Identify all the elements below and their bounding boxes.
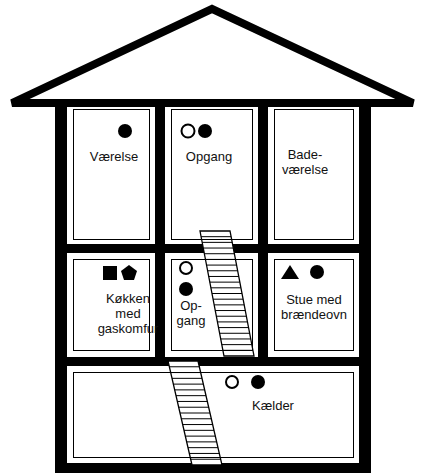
stair-step xyxy=(202,242,232,243)
stair-step xyxy=(219,327,249,328)
inner-wall xyxy=(258,248,268,362)
room-label: Bade- værelse xyxy=(277,147,333,177)
stair-step xyxy=(173,384,203,385)
triangle-symbol xyxy=(281,265,299,279)
stair-step xyxy=(213,299,243,300)
stair-step xyxy=(169,366,199,367)
outer-wall xyxy=(359,103,371,473)
stair-step xyxy=(179,407,209,408)
stair-rails xyxy=(168,361,222,465)
stair-step xyxy=(185,436,215,437)
alarm-symbol-open xyxy=(180,262,192,274)
alarm-symbol-open xyxy=(182,125,195,138)
room-label: Opgang xyxy=(174,149,244,164)
stair-step xyxy=(188,447,218,448)
room-label: Op- gang xyxy=(174,298,208,328)
stair-step xyxy=(187,441,217,442)
stairs xyxy=(168,231,254,465)
room-label: Værelse xyxy=(79,149,149,164)
stair-step xyxy=(217,321,247,322)
bathroom-room: Bade- værelse xyxy=(274,109,354,240)
stair-rails xyxy=(200,231,254,356)
inner-wall xyxy=(155,248,165,362)
smoke-alarm-symbol xyxy=(198,124,212,138)
kitchen-room: Køkken med gaskomfur xyxy=(73,259,150,351)
smoke-alarm-symbol xyxy=(310,265,324,279)
stair-step xyxy=(212,293,242,294)
inner-wall xyxy=(258,103,268,248)
basement-room: Kælder xyxy=(73,372,354,458)
roof xyxy=(12,9,413,103)
room-label: Køkken med gaskomfur xyxy=(96,291,160,336)
square-symbol xyxy=(103,266,117,280)
stair-step xyxy=(175,389,205,390)
stairwell-room: Opgang xyxy=(171,109,253,240)
stair-step xyxy=(201,236,231,237)
smoke-alarm-symbol xyxy=(251,375,265,389)
stair-step xyxy=(203,248,233,249)
stair-step xyxy=(215,310,245,311)
inner-wall xyxy=(155,103,165,248)
living-room: Stue med brændeovn xyxy=(274,259,354,351)
stair-step xyxy=(209,276,239,277)
pentagon-symbol xyxy=(121,265,137,280)
stair-step xyxy=(191,459,221,460)
stairwell-room: Op- gang xyxy=(171,259,253,351)
alarm-symbol-open xyxy=(226,376,238,388)
stair-step xyxy=(207,265,237,266)
bedroom-room: Værelse xyxy=(73,109,150,240)
stair-step xyxy=(176,395,206,396)
room-label: Stue med brændeovn xyxy=(277,292,351,322)
stair-step xyxy=(184,430,214,431)
stair-step xyxy=(180,413,210,414)
stair-step xyxy=(181,418,211,419)
stair-step xyxy=(216,316,246,317)
stair-step xyxy=(204,253,234,254)
stair-step xyxy=(210,282,240,283)
floor-slab xyxy=(55,357,371,366)
room-label: Kælder xyxy=(241,398,305,413)
smoke-alarm-symbol xyxy=(118,124,132,138)
stair-step xyxy=(183,424,213,425)
stair-step xyxy=(172,378,202,379)
stair-step xyxy=(220,333,250,334)
stair-step xyxy=(177,401,207,402)
stair-step xyxy=(189,453,219,454)
outer-wall xyxy=(55,103,67,473)
stair-step xyxy=(208,270,238,271)
stair-step xyxy=(214,304,244,305)
smoke-alarm-symbol xyxy=(179,282,193,296)
stair-step xyxy=(222,344,252,345)
stair-step xyxy=(211,287,241,288)
stair-step xyxy=(221,338,251,339)
